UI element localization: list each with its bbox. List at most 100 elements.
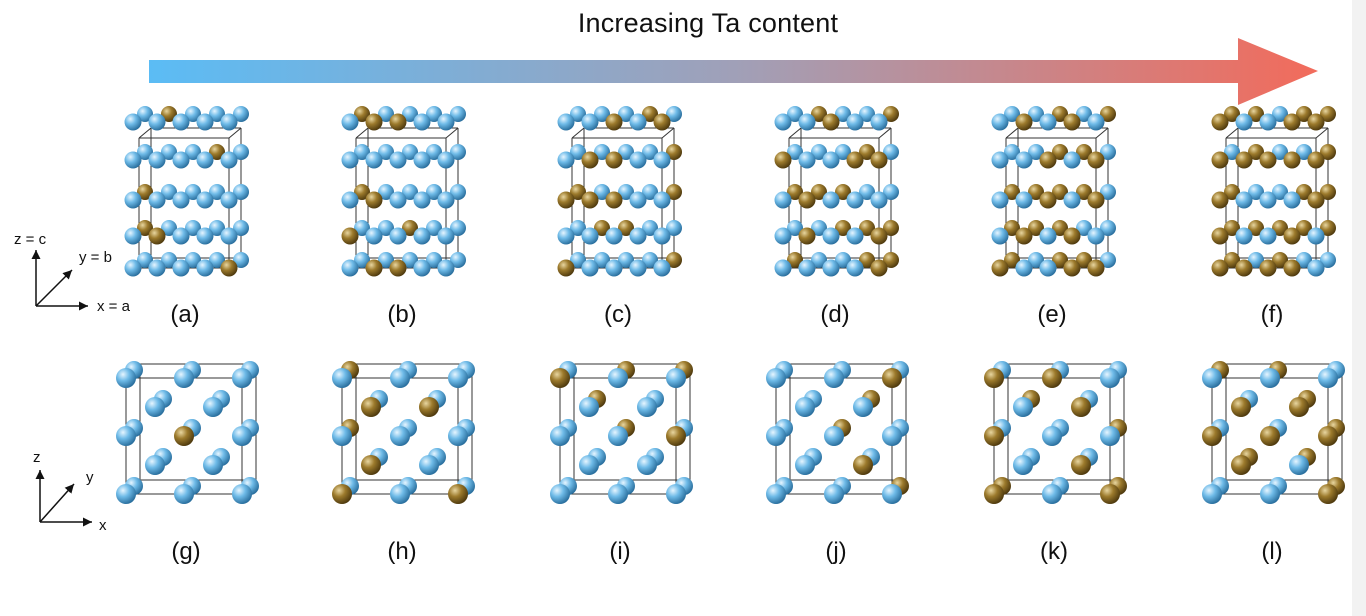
ta-atom <box>1320 220 1336 236</box>
ta-atom <box>1063 227 1081 245</box>
host-atom <box>233 184 249 200</box>
host-atom <box>1235 227 1253 245</box>
ta-atom <box>1248 220 1264 236</box>
host-atom <box>557 227 575 245</box>
host-atom <box>653 259 671 277</box>
ta-atom <box>1259 151 1277 169</box>
cell-edge <box>355 127 369 139</box>
ta-atom <box>220 259 238 277</box>
host-atom <box>116 484 136 504</box>
ta-atom <box>557 191 575 209</box>
host-atom <box>666 368 686 388</box>
ta-atom <box>846 151 864 169</box>
host-atom <box>116 368 136 388</box>
host-atom <box>426 184 442 200</box>
ta-atom <box>984 368 1004 388</box>
axis-x-label: x = a <box>97 298 131 315</box>
host-atom <box>161 252 177 268</box>
axis-y-label: y = b <box>79 249 112 266</box>
host-atom <box>1063 191 1081 209</box>
host-atom <box>448 368 468 388</box>
host-atom <box>378 252 394 268</box>
host-atom <box>1272 144 1288 160</box>
ta-atom <box>1052 220 1068 236</box>
ta-atom <box>822 113 840 131</box>
host-atom <box>437 113 455 131</box>
ta-atom <box>1100 106 1116 122</box>
host-atom <box>1076 106 1092 122</box>
panel-label: (f) <box>1260 301 1284 328</box>
panel-label: (l) <box>1261 538 1283 565</box>
structure-bottom-4 <box>766 361 909 504</box>
host-atom <box>1224 144 1240 160</box>
ta-atom <box>1063 113 1081 131</box>
host-atom <box>354 220 370 236</box>
host-atom <box>570 144 586 160</box>
ta-atom <box>605 151 623 169</box>
host-atom <box>161 184 177 200</box>
panel-label: (b) <box>387 301 417 328</box>
host-atom <box>220 151 238 169</box>
host-atom <box>172 227 190 245</box>
ta-atom <box>1318 484 1338 504</box>
host-atom <box>174 484 194 504</box>
host-atom <box>1248 252 1264 268</box>
ta-atom <box>1224 106 1240 122</box>
ta-atom <box>883 220 899 236</box>
host-atom <box>145 397 165 417</box>
ta-atom <box>341 227 359 245</box>
host-atom <box>883 144 899 160</box>
host-atom <box>413 227 431 245</box>
host-atom <box>378 184 394 200</box>
host-atom <box>450 144 466 160</box>
ta-atom <box>570 184 586 200</box>
host-atom <box>811 252 827 268</box>
host-atom <box>389 151 407 169</box>
ta-atom <box>1318 426 1338 446</box>
host-atom <box>1015 259 1033 277</box>
ta-atom <box>1042 368 1062 388</box>
host-atom <box>365 227 383 245</box>
ta-atom <box>361 455 381 475</box>
cell-edge <box>571 127 585 139</box>
host-atom <box>196 191 214 209</box>
host-atom <box>1039 113 1057 131</box>
host-atom <box>666 220 682 236</box>
host-atom <box>172 113 190 131</box>
ta-atom <box>1296 106 1312 122</box>
host-atom <box>354 144 370 160</box>
ta-atom <box>209 144 225 160</box>
ta-atom <box>1087 191 1105 209</box>
ta-atom <box>137 220 153 236</box>
ta-atom <box>1028 184 1044 200</box>
ta-atom <box>787 184 803 200</box>
host-atom <box>637 397 657 417</box>
panel-label: (d) <box>820 301 850 328</box>
ta-atom <box>870 227 888 245</box>
ta-atom <box>1235 151 1253 169</box>
host-atom <box>402 106 418 122</box>
ta-atom <box>1307 151 1325 169</box>
ta-atom <box>1231 455 1251 475</box>
host-atom <box>653 151 671 169</box>
ta-atom <box>365 191 383 209</box>
host-atom <box>148 259 166 277</box>
cell-edge <box>661 127 675 139</box>
host-atom <box>835 252 851 268</box>
host-atom <box>332 368 352 388</box>
ta-atom <box>1004 184 1020 200</box>
host-atom <box>824 426 844 446</box>
host-atom <box>581 227 599 245</box>
host-atom <box>220 191 238 209</box>
ta-atom <box>1211 259 1229 277</box>
host-atom <box>594 252 610 268</box>
host-atom <box>608 368 628 388</box>
host-atom <box>220 113 238 131</box>
host-atom <box>209 252 225 268</box>
host-atom <box>859 106 875 122</box>
host-atom <box>402 184 418 200</box>
host-atom <box>1100 220 1116 236</box>
host-atom <box>220 227 238 245</box>
ta-atom <box>1211 151 1229 169</box>
host-atom <box>437 191 455 209</box>
